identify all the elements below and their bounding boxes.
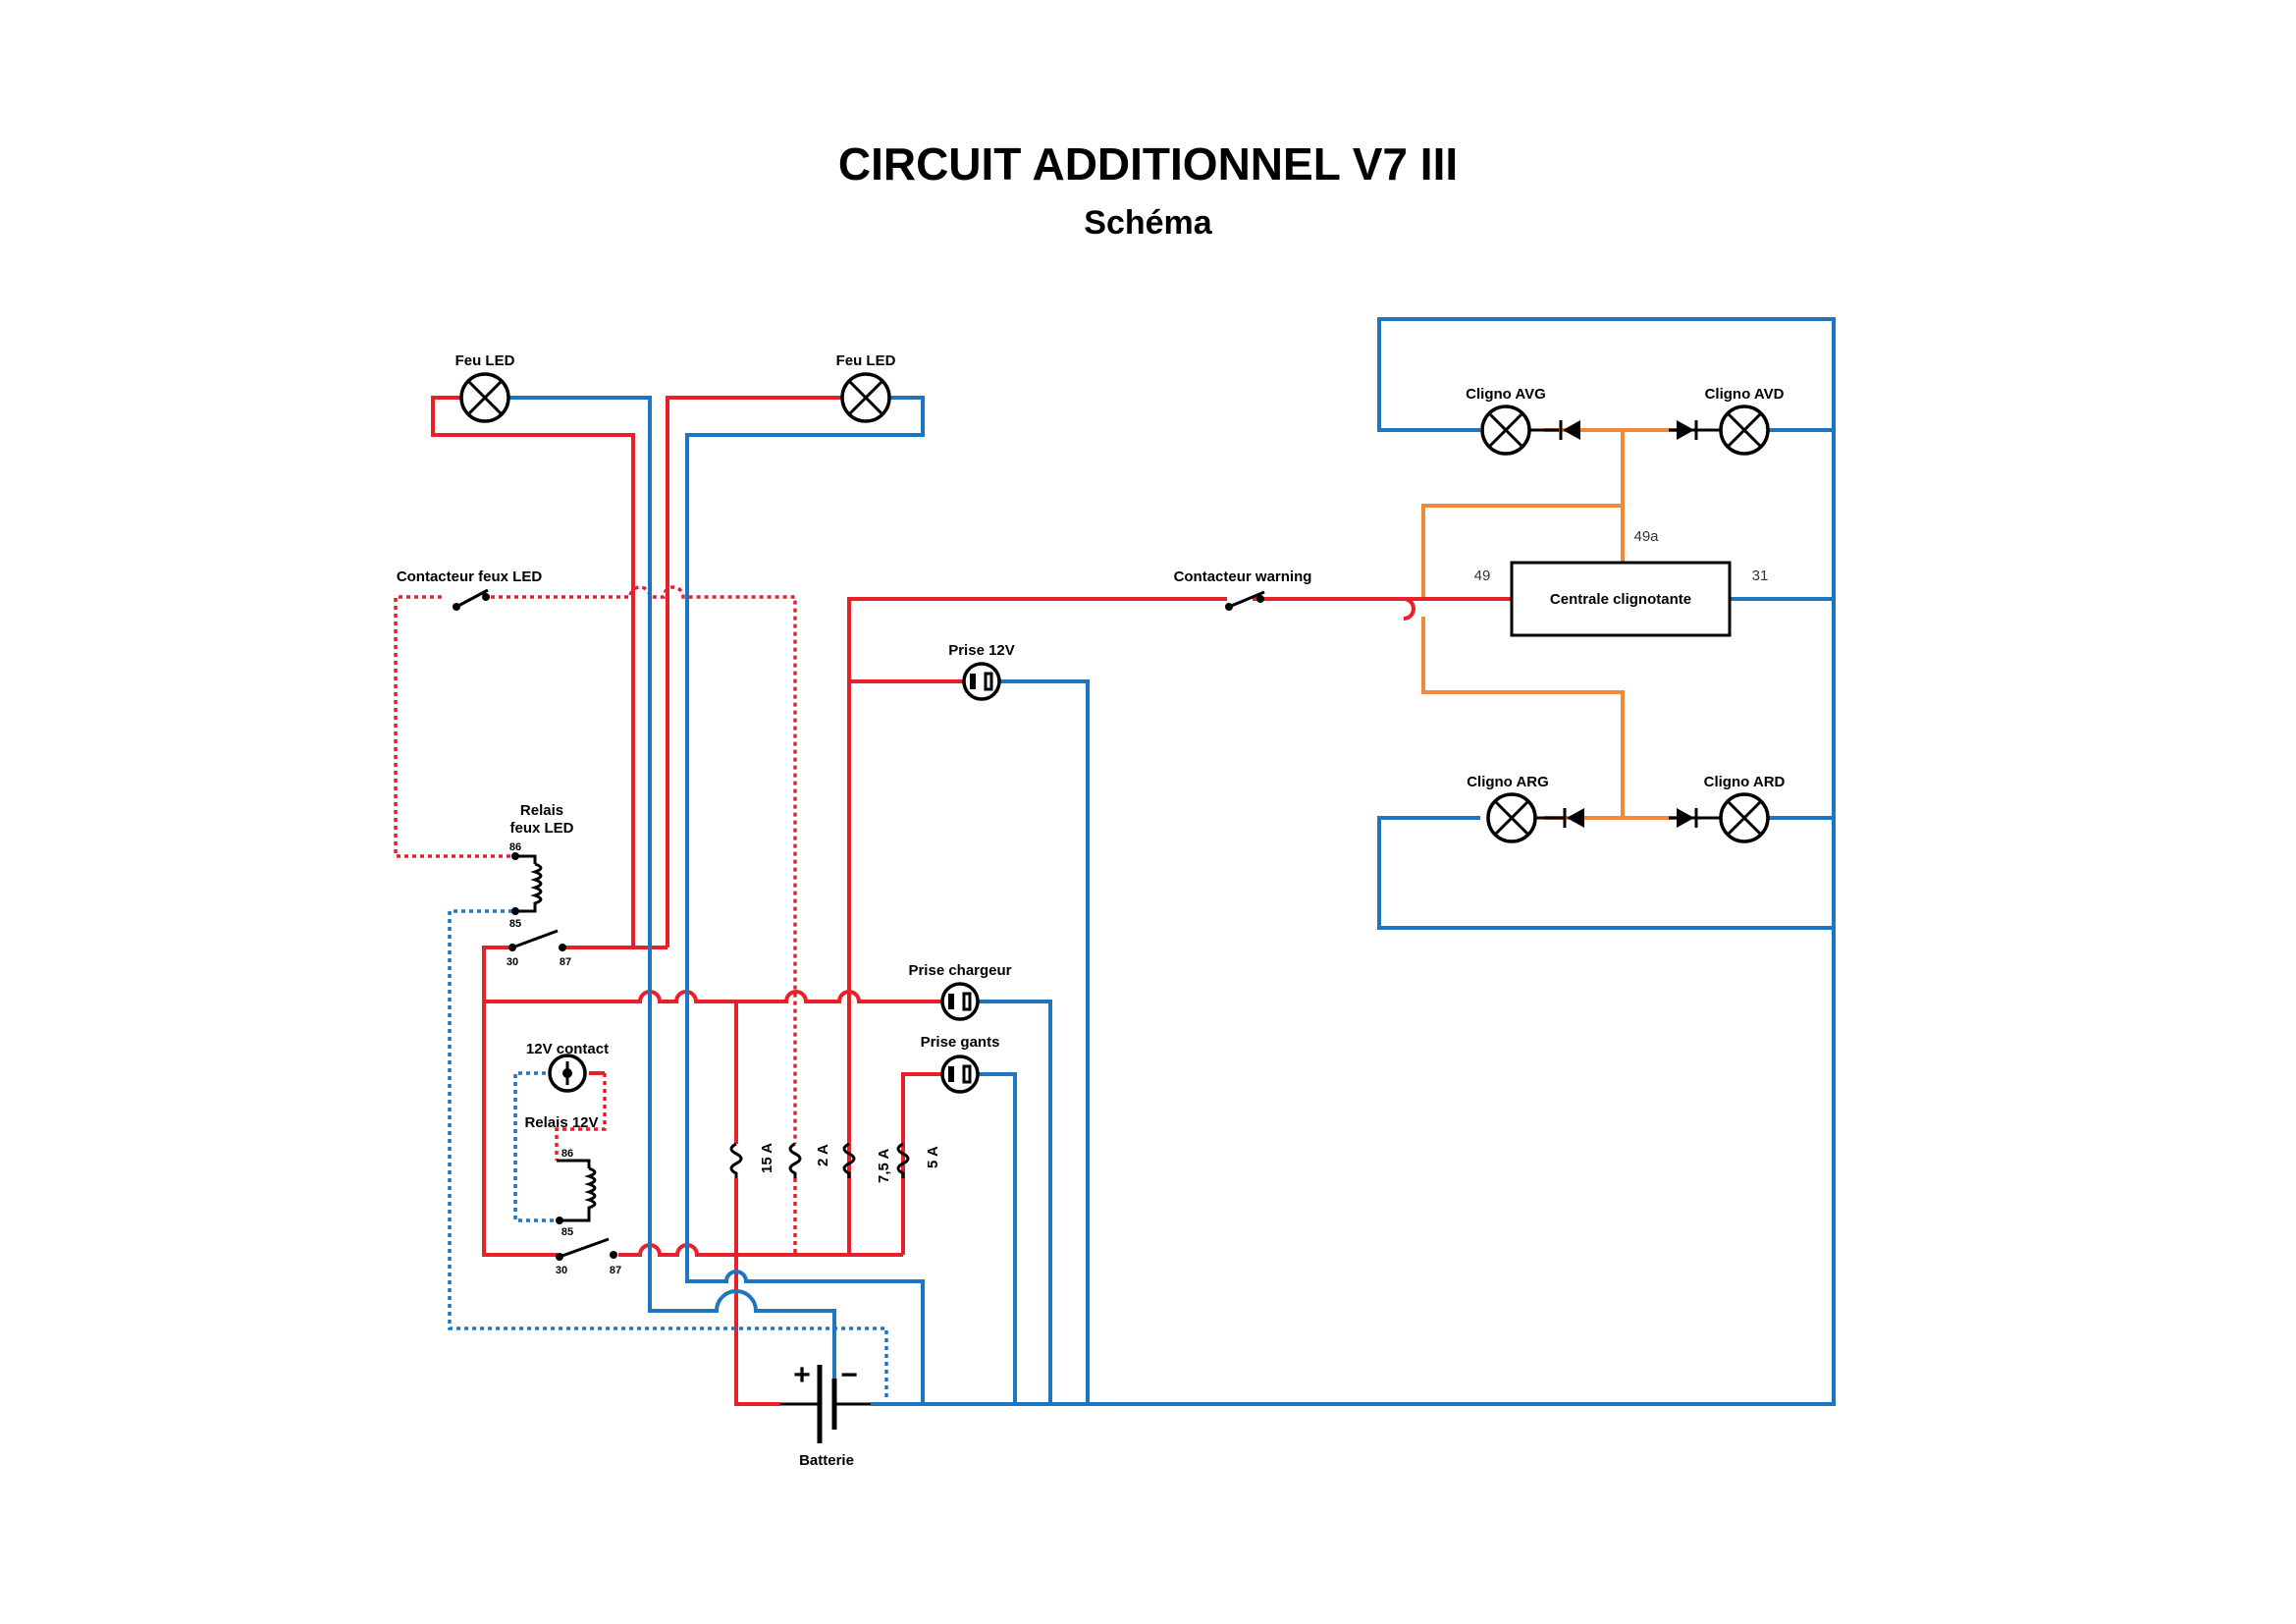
diode-arg <box>1535 808 1584 828</box>
label-batterie: Batterie <box>799 1452 854 1469</box>
label-battery-plus: + <box>793 1359 811 1391</box>
label-prise-12v: Prise 12V <box>948 642 1015 659</box>
lamp-feu-led-right <box>840 372 891 423</box>
label-feu-led-left: Feu LED <box>455 352 515 369</box>
lamp-cligno-avd <box>1719 405 1770 456</box>
prise-chargeur-socket <box>940 982 980 1021</box>
label-battery-minus: − <box>840 1359 858 1391</box>
contacteur-warning-switch <box>1225 590 1265 611</box>
label-contacteur-feux-led: Contacteur feux LED <box>397 568 543 585</box>
contact-12v-socket <box>548 1054 587 1093</box>
label-cligno-avg: Cligno AVG <box>1466 386 1546 403</box>
label-fuse-5a: 5 A <box>925 1146 941 1168</box>
pin-relais2-87: 87 <box>610 1265 621 1276</box>
pin-relais1-87: 87 <box>560 956 571 968</box>
pin-centrale-31: 31 <box>1752 568 1769 584</box>
label-cligno-arg: Cligno ARG <box>1467 774 1549 790</box>
centrale-clignotante <box>1510 561 1732 637</box>
pin-labels: 86 85 30 87 86 85 30 87 49 49a 31 <box>507 528 1768 1276</box>
relais-feux-led <box>508 852 566 951</box>
pin-centrale-49a: 49a <box>1633 528 1659 545</box>
page-subtitle: Schéma <box>1084 204 1212 242</box>
ground-wires <box>501 317 1836 1406</box>
diagram-labels: Feu LED Feu LED Contacteur feux LED Rela… <box>397 352 1786 1469</box>
batterie <box>780 1365 871 1443</box>
label-fuse-2a: 2 A <box>815 1144 831 1166</box>
fuse-2a <box>788 1142 802 1178</box>
label-prise-chargeur: Prise chargeur <box>908 962 1011 979</box>
label-cligno-ard: Cligno ARD <box>1704 774 1786 790</box>
lamp-cligno-ard <box>1719 792 1770 843</box>
prise-gants-socket <box>940 1055 980 1094</box>
label-centrale-clignotante: Centrale clignotante <box>1550 591 1691 608</box>
label-relais-feux-led-line2: feux LED <box>509 820 573 837</box>
pin-relais1-85: 85 <box>509 918 521 930</box>
positive-wires <box>431 396 1512 1406</box>
relais-12v <box>556 1159 617 1261</box>
diode-avg <box>1529 420 1580 440</box>
contacteur-feux-led-switch <box>453 588 490 611</box>
pin-relais1-86: 86 <box>509 841 521 853</box>
label-fuse-15a: 15 A <box>759 1143 775 1173</box>
pin-relais2-86: 86 <box>561 1148 573 1160</box>
prise-12v-socket <box>962 662 1001 701</box>
label-contact-12v: 12V contact <box>526 1041 609 1057</box>
fuse-labels: 15 A 2 A 7,5 A 5 A <box>759 1143 941 1183</box>
fuse-15a <box>729 1142 743 1178</box>
page-title: CIRCUIT ADDITIONNEL V7 III <box>837 138 1459 189</box>
label-prise-gants: Prise gants <box>921 1034 1000 1051</box>
label-fuse-7-5a: 7,5 A <box>876 1149 892 1183</box>
diode-avd <box>1669 420 1721 440</box>
pin-relais1-30: 30 <box>507 956 518 968</box>
fuse-5a <box>896 1142 910 1178</box>
label-relais-feux-led-line1: Relais <box>520 802 563 819</box>
lamp-feu-led-left <box>459 372 510 423</box>
label-relais-12v: Relais 12V <box>524 1114 598 1131</box>
fuse-7-5a <box>842 1142 856 1178</box>
lamp-cligno-arg <box>1486 792 1537 843</box>
label-contacteur-warning: Contacteur warning <box>1174 568 1312 585</box>
positive-signal-wires <box>394 585 797 1255</box>
pin-centrale-49: 49 <box>1474 568 1491 584</box>
pin-relais2-85: 85 <box>561 1226 573 1238</box>
ground-signal-wires <box>448 909 888 1399</box>
label-cligno-avd: Cligno AVD <box>1705 386 1785 403</box>
label-feu-led-right: Feu LED <box>836 352 896 369</box>
pin-relais2-30: 30 <box>556 1265 567 1276</box>
diode-ard <box>1669 808 1721 828</box>
lamp-cligno-avg <box>1480 405 1531 456</box>
